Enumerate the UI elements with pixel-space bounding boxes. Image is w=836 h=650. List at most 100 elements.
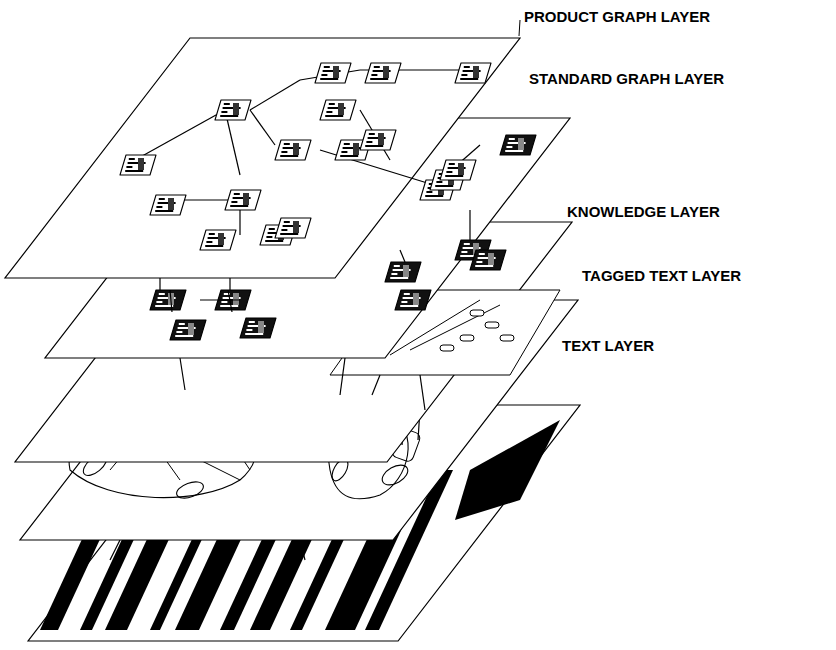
icon-text [329, 103, 335, 105]
icon-text [246, 329, 252, 331]
icon-text [245, 333, 263, 335]
icon-text [266, 236, 272, 238]
icon-text [476, 261, 482, 263]
icon-text [460, 78, 478, 80]
icon-text [340, 155, 358, 157]
icon-text [401, 301, 407, 303]
icon-text [320, 78, 338, 80]
icon-text [224, 103, 230, 105]
knowledge-node [485, 322, 499, 328]
link-line [200, 299, 240, 300]
icon-text [426, 191, 432, 193]
icon-text [209, 233, 215, 235]
icon-text [425, 195, 443, 197]
icon-text [325, 115, 343, 117]
icon-text [205, 245, 223, 247]
icon-text [265, 240, 283, 242]
icon-text [176, 331, 182, 333]
graph-icon [500, 135, 536, 155]
icon-text [230, 205, 248, 207]
icon-text [221, 301, 227, 303]
layer-label: STANDARD GRAPH LAYER [527, 70, 726, 88]
icon-block [338, 103, 344, 115]
icon-text [370, 78, 388, 80]
layer-plane [5, 38, 520, 278]
icon-text [281, 151, 287, 153]
icon-text [404, 293, 410, 295]
icon-text [269, 228, 275, 230]
graph-icon [215, 100, 251, 120]
link-line [159, 278, 160, 290]
graph-icon [240, 318, 276, 338]
icon-block [293, 143, 299, 155]
icon-text [126, 166, 132, 168]
graph-icon [200, 230, 236, 250]
icon-block [218, 233, 224, 245]
icon-text [509, 138, 515, 140]
icon-text [341, 151, 347, 153]
icon-block [353, 143, 359, 155]
icon-text [371, 74, 377, 76]
icon-text [159, 293, 165, 295]
icon-text [445, 175, 463, 177]
link-line [410, 305, 500, 350]
knowledge-node [500, 335, 514, 341]
icon-text [155, 210, 173, 212]
icon-text [179, 323, 185, 325]
graph-icon [395, 290, 431, 310]
icon-text [475, 265, 493, 267]
icon-block [383, 66, 389, 78]
link-line [110, 540, 120, 560]
graph-icon [170, 320, 206, 340]
tag-loop [379, 461, 411, 489]
link-line [135, 110, 225, 160]
link-line [420, 375, 425, 410]
graph-icon [225, 190, 261, 210]
icon-text [280, 155, 298, 157]
link-line [300, 540, 305, 560]
link-line [340, 358, 345, 395]
link-line [469, 210, 470, 240]
icon-text [464, 243, 470, 245]
icon-text [125, 170, 143, 172]
icon-text [324, 66, 330, 68]
link-line [170, 290, 172, 312]
graph-icon [320, 100, 356, 120]
icon-block [378, 133, 384, 145]
icon-text [394, 265, 400, 267]
icon-text [249, 321, 255, 323]
icon-block [473, 66, 479, 78]
graph-icon [385, 262, 421, 282]
icon-text [155, 305, 173, 307]
icon-text [284, 221, 290, 223]
link-line [229, 278, 230, 290]
icon-text [280, 233, 298, 235]
link-line [400, 250, 405, 262]
icon-text [436, 181, 442, 183]
icon-text [479, 253, 485, 255]
icon-text [369, 133, 375, 135]
graph-icon [365, 63, 401, 83]
icon-block [518, 138, 524, 150]
icon-block [243, 193, 249, 205]
icon-text [156, 301, 162, 303]
icon-text [321, 74, 327, 76]
icon-block [233, 103, 239, 115]
link-line [228, 290, 232, 312]
icon-text [374, 66, 380, 68]
icon-text [129, 158, 135, 160]
icon-text [344, 143, 350, 145]
icon-block [413, 293, 419, 305]
icon-block [138, 158, 144, 170]
icon-text [400, 305, 418, 307]
graph-icon [275, 218, 311, 238]
icon-block [188, 323, 194, 335]
link-line [440, 145, 480, 180]
icon-text [234, 193, 240, 195]
icon-text [220, 115, 238, 117]
icon-text [281, 229, 287, 231]
knowledge-node [470, 310, 484, 316]
icon-text [221, 111, 227, 113]
